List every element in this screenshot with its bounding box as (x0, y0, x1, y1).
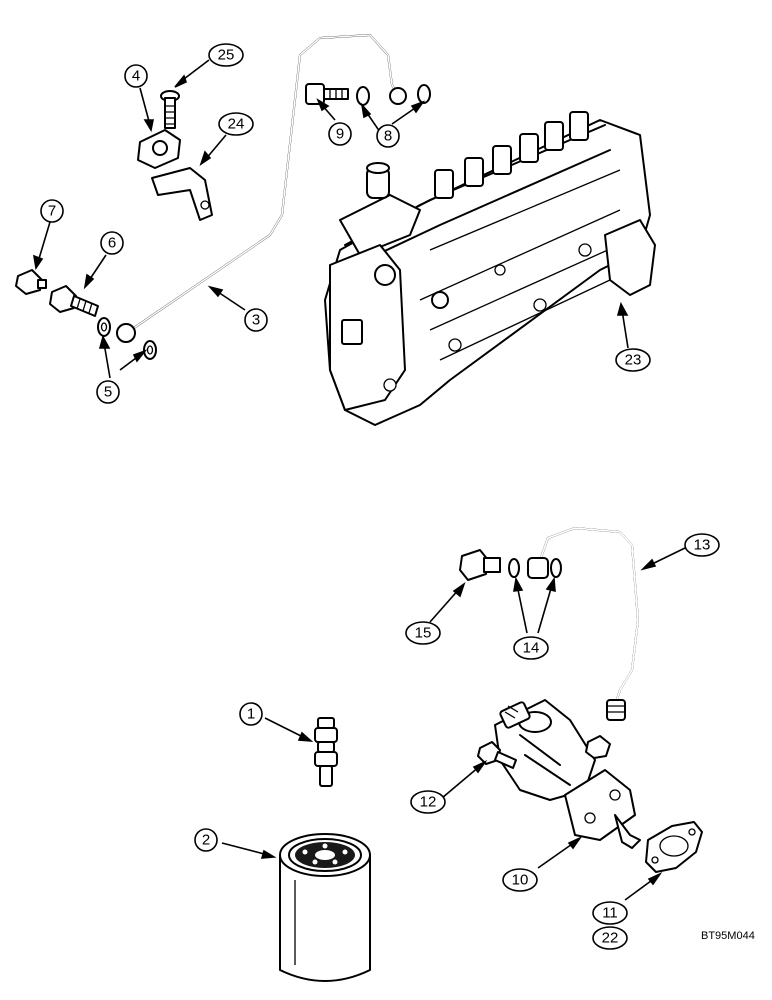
bracket-24 (151, 167, 213, 221)
callout-12: 12 (410, 790, 446, 814)
outlet-valves (434, 111, 589, 199)
callout-6: 6 (100, 231, 124, 255)
callout-15-label: 15 (415, 625, 432, 642)
plug-15 (459, 549, 501, 581)
bolt-12 (477, 741, 517, 769)
callout-22: 22 (592, 926, 628, 950)
callout-7-label: 7 (48, 203, 56, 220)
fuel-line-3 (116, 34, 407, 343)
callout-13: 13 (684, 533, 720, 557)
callout-1: 1 (239, 702, 263, 726)
gasket-11 (645, 821, 703, 873)
callout-9-label: 9 (336, 126, 344, 143)
callout-10-label: 10 (512, 872, 529, 889)
injection-pump (324, 111, 656, 426)
banjo-bolt-9 (305, 83, 349, 105)
banjo-bolt-6 (49, 285, 99, 317)
callout-7: 7 (40, 199, 64, 223)
callout-25: 25 (208, 43, 244, 67)
callout-23: 23 (615, 348, 651, 372)
callout-8: 8 (376, 124, 400, 148)
callout-23-label: 23 (625, 352, 642, 369)
callout-2: 2 (194, 828, 218, 852)
callout-10: 10 (502, 868, 538, 892)
sealing-washers-14 (508, 557, 562, 579)
callout-11: 11 (592, 901, 628, 925)
filter-element-1 (314, 717, 338, 787)
callout-6-label: 6 (108, 235, 116, 252)
callout-1-label: 1 (247, 706, 255, 723)
callout-14-label: 14 (523, 640, 540, 657)
callout-11-label: 11 (602, 905, 618, 922)
callout-24-label: 24 (228, 116, 245, 133)
callout-2-label: 2 (202, 832, 210, 849)
callout-3: 3 (244, 308, 268, 332)
callout-5-label: 5 (104, 384, 112, 401)
fuel-line-13 (539, 527, 639, 721)
fuel-filter-2 (279, 833, 371, 982)
callout-4-label: 4 (132, 68, 140, 85)
callout-15: 15 (405, 621, 441, 645)
leader-lines (32, 59, 686, 901)
callout-24: 24 (218, 112, 254, 136)
callout-8-label: 8 (384, 128, 392, 145)
callout-9: 9 (328, 122, 352, 146)
figure-code: BT95M044 (701, 930, 755, 942)
callout-25-label: 25 (218, 47, 235, 64)
fitting-7 (15, 269, 47, 295)
callout-22-label: 22 (602, 930, 619, 947)
callout-4: 4 (124, 64, 148, 88)
callout-3-label: 3 (252, 312, 260, 329)
lift-pump-10 (494, 699, 641, 849)
callout-14: 14 (513, 636, 549, 660)
clamp-4 (137, 129, 181, 169)
bolt-25 (160, 90, 180, 129)
callout-13-label: 13 (694, 537, 711, 554)
callout-5: 5 (96, 380, 120, 404)
callout-12-label: 12 (420, 794, 437, 811)
sealing-washers-5 (97, 317, 157, 360)
